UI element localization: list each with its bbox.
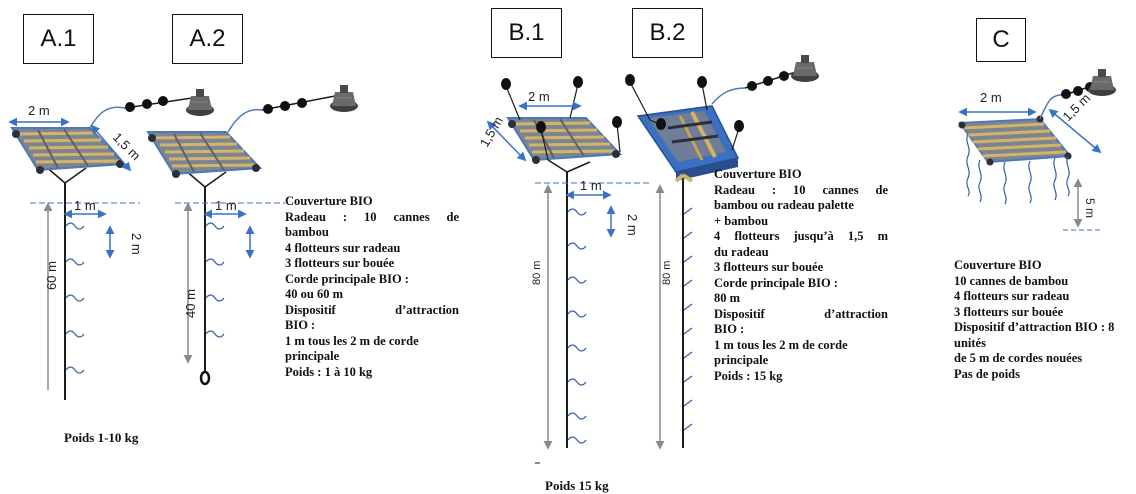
desc-b-line: BIO : <box>714 322 745 336</box>
desc-a-line: Corde principale BIO : <box>285 271 409 286</box>
desc-b-line: Poids : 15 kg <box>714 368 783 383</box>
desc-b-line: principale <box>714 353 769 367</box>
label-a2: A.2 <box>172 14 243 64</box>
desc-b-line: 4 flotteurs jusqu’à 1,5 m <box>714 229 888 243</box>
dim-b1-depth: 1,5 m <box>477 114 506 150</box>
desc-b-line: 80 m <box>714 291 741 305</box>
float-icon <box>125 102 135 112</box>
desc-b-line: du radeau <box>714 244 769 259</box>
desc-b-line: Dispositif d’attraction <box>714 306 888 321</box>
float-icon <box>158 96 168 106</box>
float-icon <box>734 120 744 132</box>
desc-a-line: 4 flotteurs sur radeau <box>285 240 401 255</box>
desc-a-line: Dispositif d’attraction <box>285 302 459 317</box>
desc-b-line: + bambou <box>714 213 769 228</box>
desc-a-line: Poids : 1 à 10 kg <box>285 364 373 379</box>
dim-a2-spacing: 1 m <box>215 198 237 213</box>
weight-ring-icon <box>199 370 211 386</box>
desc-a-line: 40 ou 60 m <box>285 287 343 301</box>
desc-c-line: de 5 m de cordes nouées <box>954 351 1083 365</box>
float-icon <box>297 98 307 108</box>
float-icon <box>779 71 789 81</box>
buoy-icon <box>790 54 820 83</box>
desc-b-line: Radeau : 10 cannes de <box>714 182 888 197</box>
label-a1: A.1 <box>23 14 94 64</box>
desc-a-line: BIO : <box>285 318 316 332</box>
dim-a1-spacing: 1 m <box>74 198 96 213</box>
float-icon <box>747 81 757 91</box>
desc-b-line: 3 flotteurs sur bouée <box>714 260 824 274</box>
diagram-b1 <box>486 76 650 464</box>
weight-b: Poids 15 kg <box>545 478 609 493</box>
desc-b-line: Couverture BIO <box>714 167 802 181</box>
buoy-icon <box>329 84 359 113</box>
dim-a1-line: 60 m <box>44 261 59 290</box>
float-icon <box>263 104 273 114</box>
description-a: Couverture BIO Radeau : 10 cannes de bam… <box>285 194 459 380</box>
desc-c-line: 4 flotteurs sur radeau <box>954 289 1070 303</box>
weight-a: Poids 1-10 kg <box>64 430 139 445</box>
description-c: Couverture BIO 10 cannes de bambou 4 flo… <box>954 258 1134 382</box>
description-b: Couverture BIO Radeau : 10 cannes de bam… <box>714 167 888 384</box>
dim-c-width: 2 m <box>980 90 1002 105</box>
float-icon <box>1061 89 1071 99</box>
dim-a2-line: 40 m <box>183 289 198 318</box>
desc-a-line: 3 flotteurs sur bouée <box>285 256 395 270</box>
diagram-a2 <box>146 84 359 386</box>
diagram-a1 <box>8 88 215 400</box>
desc-c-line: 3 flotteurs sur bouée <box>954 304 1064 319</box>
dim-b1-spacing: 1 m <box>580 178 602 193</box>
float-icon <box>573 76 583 88</box>
raft-icon <box>506 116 622 166</box>
float-icon <box>612 116 622 128</box>
desc-b-line: 1 m tous les 2 m de corde <box>714 337 848 352</box>
dim-b2-line: 80 m <box>661 261 673 285</box>
label-c: C <box>976 18 1026 62</box>
desc-c-line: 10 cannes de bambou <box>954 273 1069 288</box>
desc-a-line: Couverture BIO <box>285 194 373 208</box>
desc-b-line: Corde principale BIO : <box>714 275 838 290</box>
float-icon <box>280 101 290 111</box>
float-icon <box>501 78 511 90</box>
desc-b-line: bambou ou radeau palette <box>714 198 854 212</box>
desc-a-line: Radeau : 10 cannes de <box>285 209 459 224</box>
dim-b1-line: 80 m <box>531 261 543 285</box>
float-icon <box>142 99 152 109</box>
float-icon <box>1073 86 1083 96</box>
raft-icon <box>146 130 262 180</box>
desc-a-line: bambou <box>285 225 329 239</box>
float-icon <box>625 74 635 86</box>
desc-a-line: principale <box>285 349 340 363</box>
label-b2: B.2 <box>632 8 703 58</box>
buoy-icon <box>1087 68 1117 97</box>
desc-a-line: 1 m tous les 2 m de corde <box>285 333 419 348</box>
diagram-c <box>958 68 1117 231</box>
diagram-b2 <box>625 54 820 450</box>
raft-icon <box>10 126 126 176</box>
float-icon <box>536 121 546 133</box>
desc-c-line: Pas de poids <box>954 366 1020 381</box>
desc-c-line: Dispositif d’attraction BIO : 8 <box>954 320 1115 334</box>
float-icon <box>656 118 666 130</box>
buoy-icon <box>185 88 215 117</box>
dim-b1-interval: 2 m <box>625 214 640 236</box>
dim-a1-interval: 2 m <box>129 233 144 255</box>
label-b1: B.1 <box>491 8 562 58</box>
desc-c-line: unités <box>954 335 986 350</box>
float-icon <box>763 76 773 86</box>
dim-c-rope: 5 m <box>1083 198 1097 218</box>
desc-c-line: Couverture BIO <box>954 258 1042 272</box>
dim-a1-width: 2 m <box>28 103 50 118</box>
dim-b1-width: 2 m <box>528 89 550 104</box>
float-icon <box>697 76 707 88</box>
